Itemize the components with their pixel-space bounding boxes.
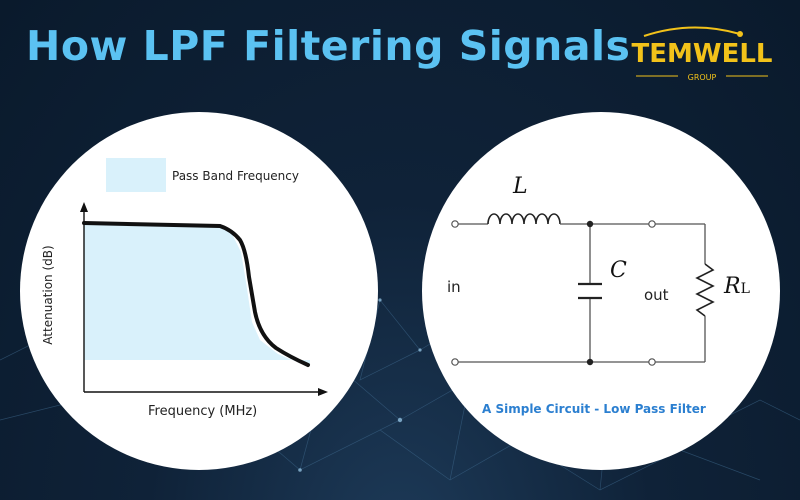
- output-terminal-bottom: [648, 358, 656, 366]
- response-curve: [82, 221, 310, 367]
- resistor-zigzag: [695, 263, 715, 317]
- pass-band-legend-label: Pass Band Frequency: [172, 169, 299, 183]
- resistor-label: R: [724, 274, 741, 299]
- frequency-response-panel: Pass Band Frequency Attenuation (dB) Fre…: [20, 112, 378, 470]
- temwell-logo: TEMWELL GROUP: [622, 22, 782, 94]
- x-axis-arrow: [318, 388, 328, 396]
- inductor-coil: [487, 213, 561, 225]
- y-axis-label: Attenuation (dB): [41, 245, 55, 345]
- inductor-label: L: [513, 174, 528, 199]
- resistor-subscript: L: [740, 281, 750, 297]
- circuit-caption: A Simple Circuit - Low Pass Filter: [482, 402, 706, 416]
- logo-brand-text: TEMWELL: [632, 39, 773, 69]
- input-terminal-bottom: [451, 358, 459, 366]
- capacitor-label: C: [610, 258, 627, 283]
- output-terminal-top: [648, 220, 656, 228]
- circuit-panel: L C RL in out A Simple Circuit - Low Pas…: [422, 112, 780, 470]
- input-terminal-top: [451, 220, 459, 228]
- lpf-circuit-diagram: [451, 213, 715, 366]
- frequency-response-chart: [80, 158, 328, 396]
- y-axis-arrow: [80, 202, 88, 212]
- junction-top: [586, 220, 594, 228]
- input-label: in: [447, 278, 461, 296]
- output-label: out: [644, 286, 669, 304]
- legend-swatch: [106, 158, 166, 192]
- junction-bottom: [586, 358, 594, 366]
- x-axis-label: Frequency (MHz): [148, 404, 258, 419]
- resistor-label-wrap: RL: [724, 274, 750, 299]
- logo-tagline-text: GROUP: [688, 73, 717, 82]
- page-title: How LPF Filtering Signals: [26, 22, 631, 70]
- pass-band-area: [84, 223, 310, 365]
